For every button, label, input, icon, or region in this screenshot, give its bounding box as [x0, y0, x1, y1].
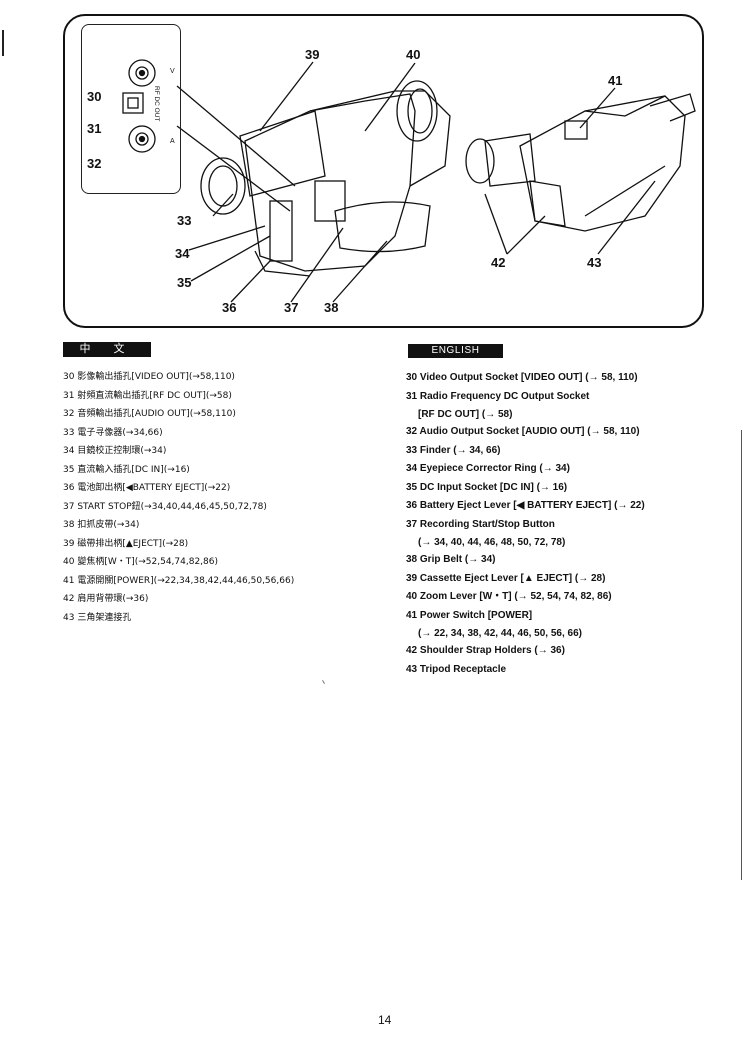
list-item: 39 磁帶排出柄[▲EJECT](→28)	[63, 538, 189, 549]
page-number: 14	[378, 1013, 392, 1027]
camcorder-illustration	[122, 59, 696, 303]
lens-barrel	[396, 80, 438, 142]
item-text: 39 Cassette Eject Lever [▲ EJECT] (→ 28)	[406, 572, 606, 584]
list-item: 38 扣抓皮帶(→34)	[63, 520, 140, 530]
rf-socket-icon	[122, 92, 144, 114]
item-text: 33 Finder (→ 34, 66)	[406, 444, 501, 456]
list-item: 43 三角架連接孔	[63, 612, 132, 623]
item-text: 34 Eyepiece Corrector Ring (→ 34)	[406, 463, 570, 474]
list-item: 33 電子寻像器(→34,66)	[63, 427, 163, 438]
eyepiece	[200, 157, 246, 215]
item-continuation: [RF DC OUT] (→ 58)	[418, 409, 513, 420]
item-text: 31 Radio Frequency DC Output Socket	[406, 390, 590, 402]
item-text: 32 Audio Output Socket [AUDIO OUT] (→ 58…	[406, 426, 640, 437]
list-item: 41 電源開關[POWER](→22,34,38,42,44,46,50,56,…	[63, 575, 295, 586]
rear-eyepiece	[465, 138, 495, 184]
list-item: 32 音頻輸出插孔[AUDIO OUT](→58,110)	[63, 409, 236, 419]
item-text: 36 Battery Eject Lever [◀ BATTERY EJECT]…	[406, 500, 645, 511]
side-panel	[269, 200, 293, 262]
chinese-heading: 中 文	[63, 342, 151, 357]
list-item: 32 Audio Output Socket [AUDIO OUT] (→ 58…	[406, 423, 706, 442]
item-text: 43 Tripod Receptacle	[406, 663, 507, 675]
callout-36: 36	[222, 300, 237, 315]
callout-31: 31	[87, 121, 102, 136]
item-continuation: (→ 22, 34, 38, 42, 44, 46, 50, 56, 66)	[418, 628, 582, 639]
list-item: 39 Cassette Eject Lever [▲ EJECT] (→ 28)	[406, 570, 706, 589]
list-item: 36 Battery Eject Lever [◀ BATTERY EJECT]…	[406, 497, 706, 516]
chinese-parts-list: 30 影像輸出插孔[VIDEO OUT](→58,110) 31 射頻直流輸出插…	[63, 368, 383, 627]
callout-38: 38	[324, 300, 339, 315]
inset-a-label: A	[170, 138, 175, 145]
item-text: 40 Zoom Lever [W・T] (→ 52, 54, 74, 82, 8…	[406, 591, 612, 602]
list-item: 41 Power Switch [POWER] (→ 22, 34, 38, 42…	[406, 607, 706, 643]
item-text: 30 Video Output Socket [VIDEO OUT] (→ 58…	[406, 372, 638, 383]
item-text: 42 Shoulder Strap Holders (→ 36)	[406, 645, 565, 656]
list-item: 36 電池卸出柄[◀BATTERY EJECT](→22)	[63, 483, 231, 493]
list-item: 35 DC Input Socket [DC IN] (→ 16)	[406, 479, 706, 498]
list-item: 43 Tripod Receptacle	[406, 661, 706, 680]
grip-belt	[334, 201, 431, 253]
socket-inset	[81, 24, 181, 194]
list-item: 42 肩用背帶環(→36)	[63, 594, 149, 604]
callout-34: 34	[175, 246, 190, 261]
english-parts-list: 30 Video Output Socket [VIDEO OUT] (→ 58…	[406, 369, 706, 679]
list-item: 40 變焦柄[W・T](→52,54,74,82,86)	[63, 557, 218, 567]
callout-39: 39	[305, 47, 320, 62]
list-item: 31 Radio Frequency DC Output Socket [RF D…	[406, 388, 706, 424]
callout-41: 41	[608, 73, 623, 88]
list-item: 34 Eyepiece Corrector Ring (→ 34)	[406, 460, 706, 479]
start-stop-area	[314, 180, 346, 222]
callout-43: 43	[587, 255, 602, 270]
print-speck	[322, 680, 325, 684]
list-item: 37 START STOP鈕(→34,40,44,46,45,50,72,78)	[63, 501, 267, 512]
callout-32: 32	[87, 156, 102, 171]
camcorder-figure: V A RF DC OUT 30 31 32 33 34 35 36 37 38…	[63, 14, 704, 328]
video-socket-icon	[128, 59, 156, 87]
list-item: 42 Shoulder Strap Holders (→ 36)	[406, 642, 706, 661]
callout-35: 35	[177, 275, 192, 290]
list-item: 34 目鏡校正控制環(→34)	[63, 446, 167, 456]
list-item: 35 直流輸入插孔[DC IN](→16)	[63, 464, 190, 475]
item-text: 41 Power Switch [POWER]	[406, 609, 533, 621]
inset-v-label: V	[170, 68, 175, 75]
viewfinder-barrel	[239, 110, 326, 197]
callout-40: 40	[406, 47, 421, 62]
callout-37: 37	[284, 300, 299, 315]
callout-30: 30	[87, 89, 102, 104]
list-item: 30 Video Output Socket [VIDEO OUT] (→ 58…	[406, 369, 706, 388]
item-text: 38 Grip Belt (→ 34)	[406, 554, 496, 565]
item-continuation: (→ 34, 40, 44, 46, 48, 50, 72, 78)	[418, 537, 566, 548]
list-item: 37 Recording Start/Stop Button (→ 34, 40,…	[406, 516, 706, 552]
list-item: 30 影像輸出插孔[VIDEO OUT](→58,110)	[63, 372, 235, 382]
list-item: 31 射頻直流輸出插孔[RF DC OUT](→58)	[63, 390, 232, 401]
list-item: 40 Zoom Lever [W・T] (→ 52, 54, 74, 82, 8…	[406, 588, 706, 607]
list-item: 38 Grip Belt (→ 34)	[406, 551, 706, 570]
page-edge-line	[741, 430, 742, 880]
list-item: 33 Finder (→ 34, 66)	[406, 442, 706, 461]
camcorder-rear-view	[519, 95, 686, 232]
item-text: 37 Recording Start/Stop Button	[406, 518, 555, 530]
power-switch-area	[564, 120, 588, 140]
callout-42: 42	[491, 255, 506, 270]
english-heading: ENGLISH	[408, 344, 503, 358]
inset-rf-label: RF DC OUT	[153, 86, 160, 122]
callout-33: 33	[177, 213, 192, 228]
audio-socket-icon	[128, 125, 156, 153]
margin-mark	[2, 30, 4, 56]
item-text: 35 DC Input Socket [DC IN] (→ 16)	[406, 481, 568, 493]
